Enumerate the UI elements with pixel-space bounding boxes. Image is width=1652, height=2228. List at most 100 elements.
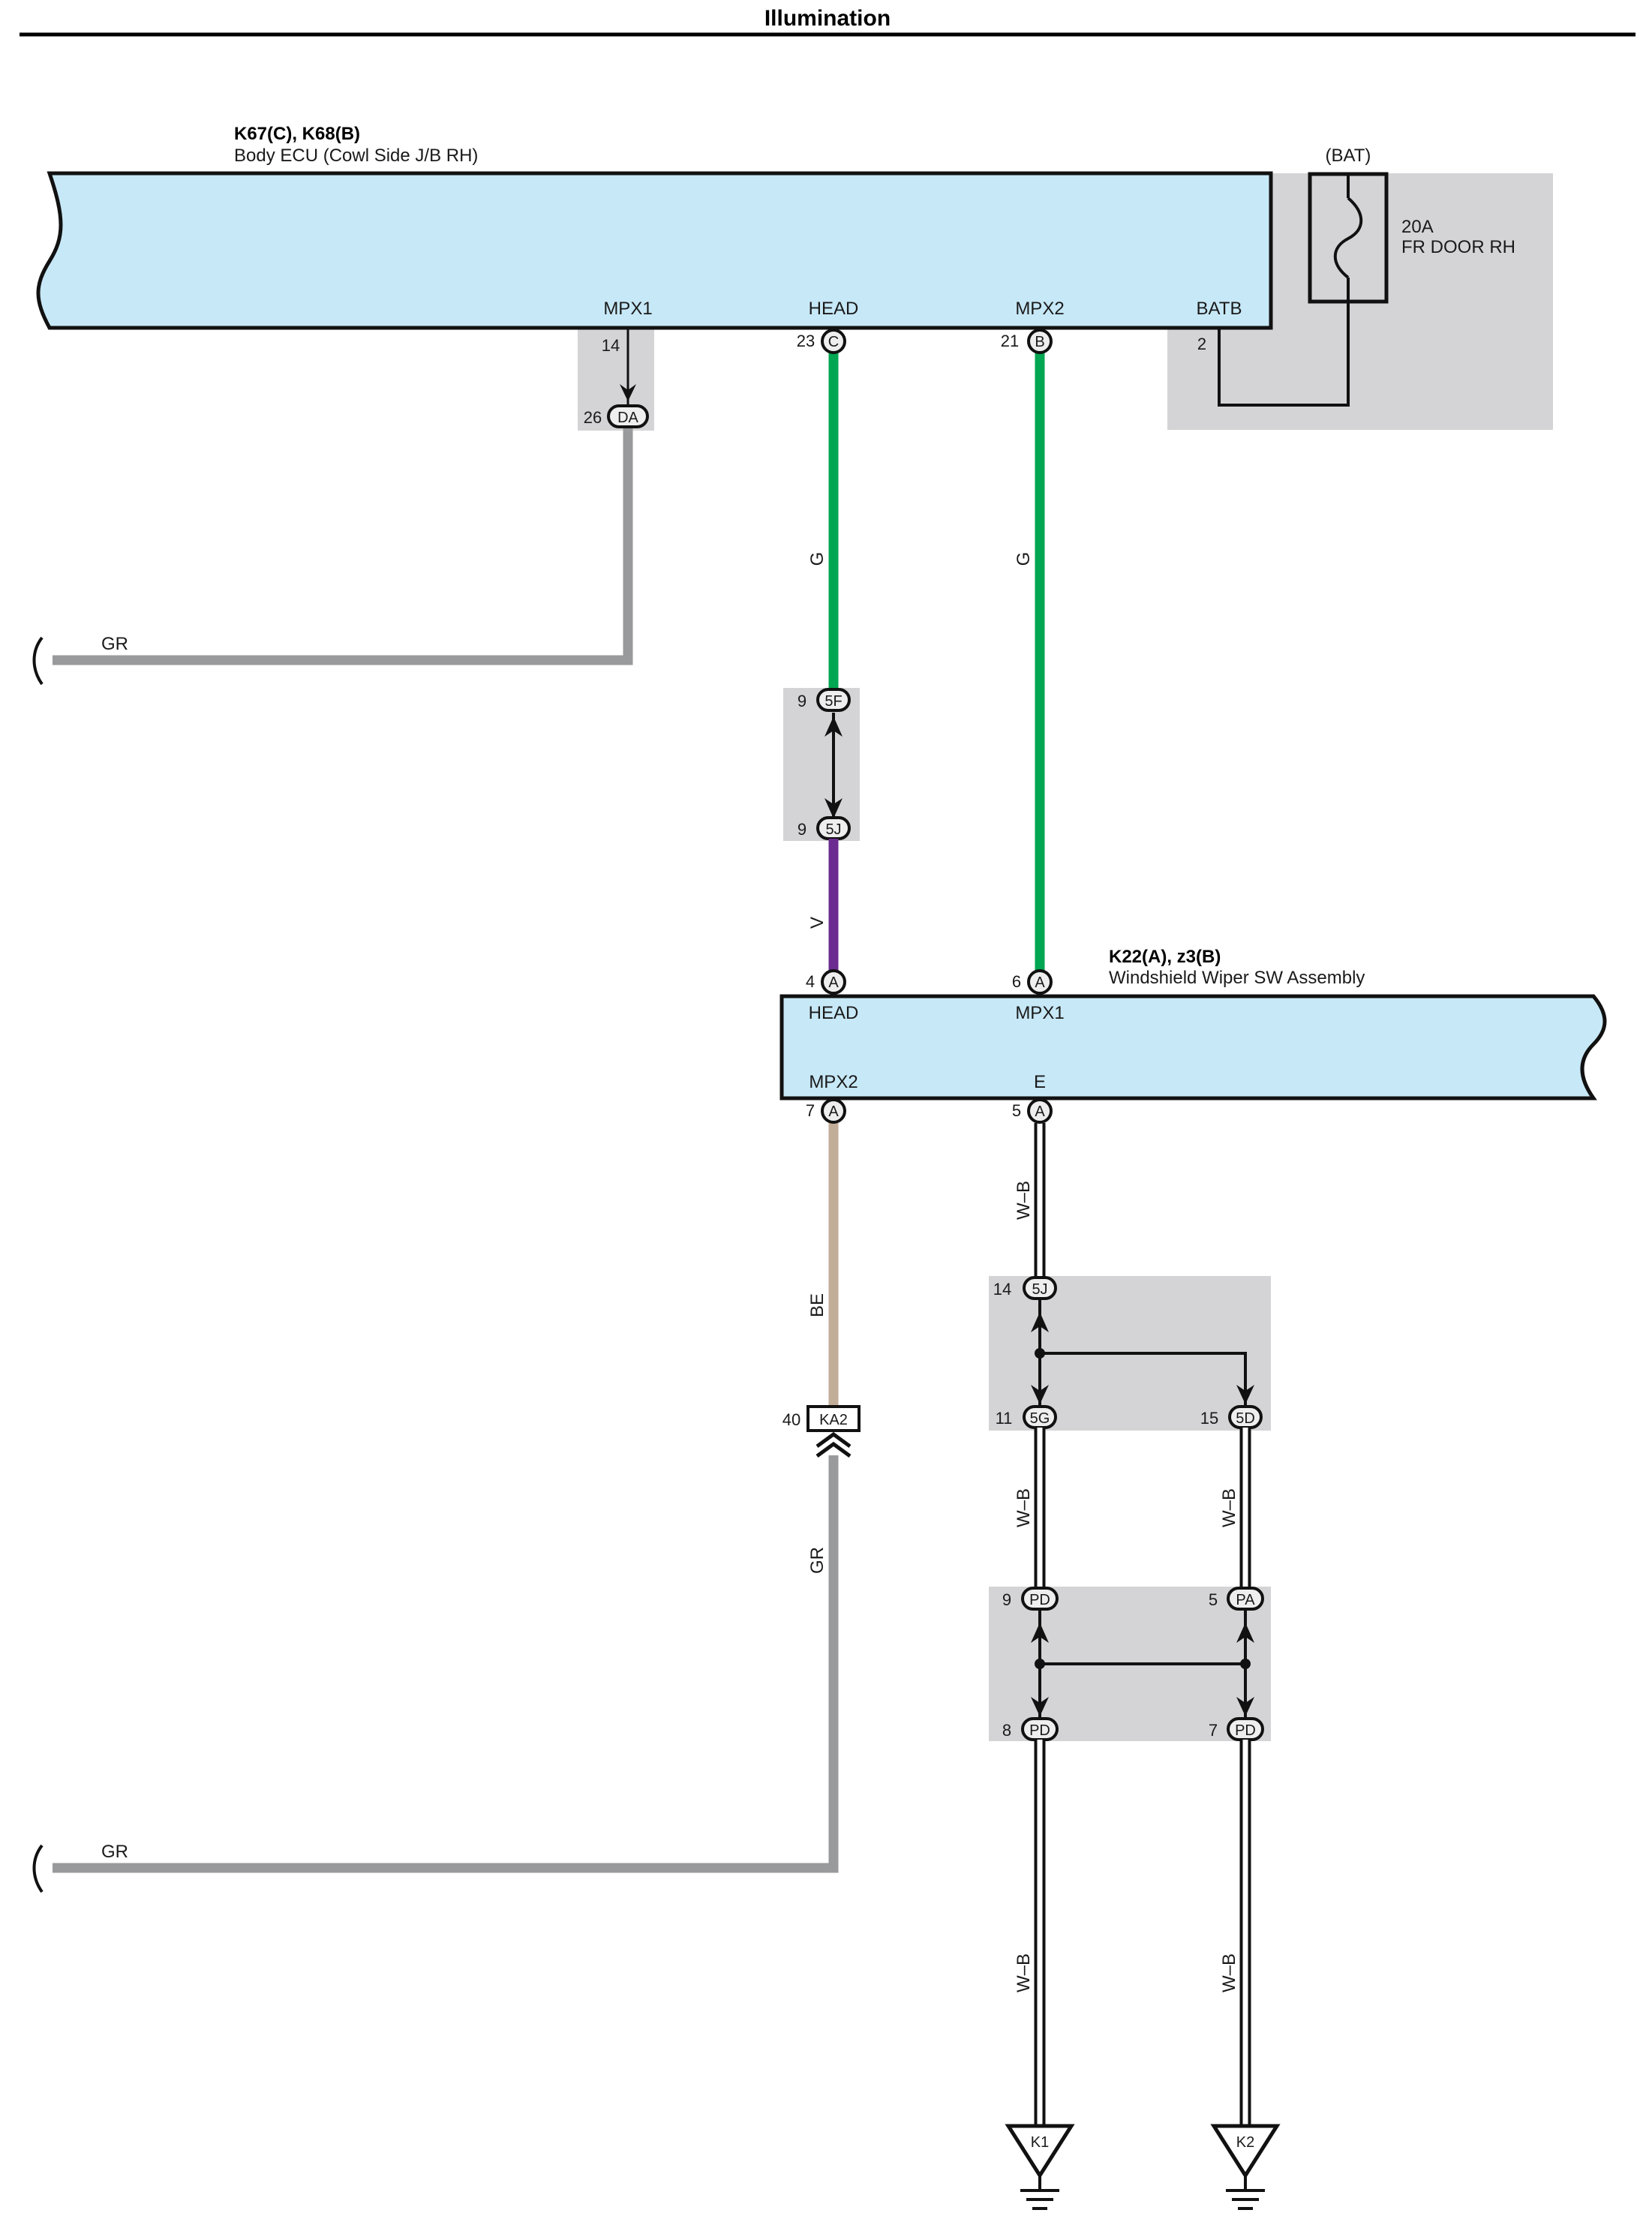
wiper-terminal-mpx1: MPX1 xyxy=(1015,1003,1064,1023)
wiper-terminal-mpx2: MPX2 xyxy=(809,1072,858,1092)
wire-label-g-head: G xyxy=(807,552,828,566)
fuse-source-label: (BAT) xyxy=(1326,146,1371,166)
junction-5f-5j-area xyxy=(783,688,860,841)
connector-pa-pin: 5 xyxy=(1209,1590,1218,1609)
wiper-terminal-e: E xyxy=(1034,1072,1046,1092)
wiper-pin-head-conn-label: A xyxy=(828,974,839,991)
wire-label-wb-left-mid: W–B xyxy=(1014,1488,1034,1527)
connector-pa xyxy=(1227,1587,1264,1611)
connector-5j-b-label: 5J xyxy=(1032,1281,1047,1298)
wire-gr-top xyxy=(53,428,633,665)
ground-k1-icon xyxy=(1005,2124,1075,2179)
connector-ka2-label: KA2 xyxy=(819,1412,848,1428)
connector-pa-label: PA xyxy=(1236,1592,1255,1608)
connector-5g-pin: 11 xyxy=(996,1409,1013,1428)
wiper-pin-mpx2-conn-label: A xyxy=(828,1103,839,1120)
connector-pd-1 xyxy=(1021,1587,1059,1611)
connector-5f xyxy=(816,688,851,712)
wiper-pin-head-number: 4 xyxy=(806,972,815,991)
connector-5j-a-label: 5J xyxy=(825,821,841,838)
wiper-sw-name: Windshield Wiper SW Assembly xyxy=(1109,968,1365,988)
splice-point-icon xyxy=(1035,1659,1045,1669)
ground-k1-label: K1 xyxy=(1031,2134,1049,2151)
arrow-down-icon xyxy=(1031,1385,1049,1404)
wire-label-gr-bottom: GR xyxy=(101,1842,128,1862)
wire-label-wb-top: W–B xyxy=(1014,1181,1034,1220)
wiper-pin-mpx1-number: 6 xyxy=(1012,972,1021,991)
pin-mpx2-conn xyxy=(1027,329,1053,354)
wire-label-wb-right-mid: W–B xyxy=(1219,1488,1239,1527)
wiper-pin-e-number: 5 xyxy=(1012,1101,1021,1120)
ground-k2-icon xyxy=(1210,2124,1281,2179)
connector-da-pin: 26 xyxy=(584,408,602,427)
body-ecu-code: K67(C), K68(B) xyxy=(234,124,360,144)
ecu-terminal-mpx2: MPX2 xyxy=(1015,299,1064,319)
arrow-down-icon xyxy=(1236,1697,1254,1716)
pin-batb-number: 2 xyxy=(1197,335,1206,353)
connector-da-label: DA xyxy=(617,410,638,426)
connector-pd-3-label: PD xyxy=(1235,1722,1256,1739)
wiper-pin-mpx2-number: 7 xyxy=(806,1101,815,1120)
wiper-terminal-head: HEAD xyxy=(809,1003,859,1023)
connector-5d-label: 5D xyxy=(1236,1410,1255,1427)
wiper-pin-e-conn-label: A xyxy=(1035,1103,1045,1120)
pin-mpx2-conn-label: B xyxy=(1035,334,1044,350)
arrow-up-icon xyxy=(1031,1312,1049,1332)
splice-point-icon xyxy=(1240,1659,1251,1669)
ecu-terminal-batb: BATB xyxy=(1197,299,1242,319)
ecu-terminal-head: HEAD xyxy=(809,299,859,319)
connector-5d-pin: 15 xyxy=(1200,1409,1218,1428)
wire-break-icon xyxy=(32,1844,44,1893)
fuse-rating: 20A xyxy=(1401,217,1434,237)
ecu-terminal-mpx1: MPX1 xyxy=(603,299,652,319)
body-ecu-box xyxy=(36,171,1273,330)
wire-label-g-mpx2: G xyxy=(1014,552,1034,566)
wire-label-wb-left-bottom: W–B xyxy=(1014,1953,1034,1992)
connector-ka2-pin: 40 xyxy=(782,1410,800,1429)
arrow-up-icon xyxy=(824,716,843,737)
wire-label-v: V xyxy=(807,917,828,929)
wiper-sw-box xyxy=(779,994,1607,1100)
wire-gr-bottom xyxy=(53,1455,839,1873)
in-line-connector-icon xyxy=(815,1431,852,1458)
page-title: Illumination xyxy=(764,6,891,31)
connector-da xyxy=(607,404,649,428)
connector-5j-b-pin: 14 xyxy=(993,1280,1011,1299)
connector-5g-label: 5G xyxy=(1030,1410,1050,1427)
fuse-symbol-icon xyxy=(1333,197,1363,279)
pin-head-conn xyxy=(821,329,846,354)
wiper-pin-e-conn xyxy=(1027,1098,1053,1124)
connector-5j-b xyxy=(1023,1276,1057,1300)
pin-head-conn-label: C xyxy=(828,334,839,350)
connector-5f-pin: 9 xyxy=(797,692,806,710)
arrow-down-icon xyxy=(1236,1385,1254,1404)
body-ecu-name: Body ECU (Cowl Side J/B RH) xyxy=(234,146,478,166)
connector-ka2 xyxy=(806,1405,861,1432)
junction-5d-branch xyxy=(1040,1352,1247,1407)
fuse-name: FR DOOR RH xyxy=(1401,237,1515,257)
arrow-down-icon xyxy=(1031,1697,1049,1716)
connector-5j-a-pin: 9 xyxy=(797,820,806,839)
arrow-up-icon xyxy=(1031,1623,1049,1643)
connector-pd-1-pin: 9 xyxy=(1002,1590,1011,1609)
ground-k2-label: K2 xyxy=(1236,2134,1254,2151)
wire-label-gr-mid: GR xyxy=(807,1547,828,1574)
connector-pd-2-label: PD xyxy=(1029,1722,1050,1739)
wire-label-gr-top: GR xyxy=(101,634,128,654)
arrow-up-icon xyxy=(1236,1623,1254,1643)
wire-label-be: BE xyxy=(807,1293,828,1317)
connector-pd-1-label: PD xyxy=(1029,1592,1050,1608)
wiper-pin-head-conn xyxy=(821,969,846,995)
pin-head-number: 23 xyxy=(797,332,815,350)
wire-batb xyxy=(1218,302,1350,407)
splice-point-icon xyxy=(1035,1348,1045,1359)
pin-mpx1-number: 14 xyxy=(602,336,620,355)
wire-label-wb-right-bottom: W–B xyxy=(1219,1953,1239,1992)
arrow-down-icon xyxy=(620,384,636,401)
wire-break-icon xyxy=(32,636,44,686)
pin-mpx2-number: 21 xyxy=(1001,332,1019,350)
connector-pd-3-pin: 7 xyxy=(1209,1721,1218,1740)
connector-pd-2-pin: 8 xyxy=(1002,1721,1011,1740)
wiper-pin-mpx1-conn-label: A xyxy=(1035,974,1045,991)
